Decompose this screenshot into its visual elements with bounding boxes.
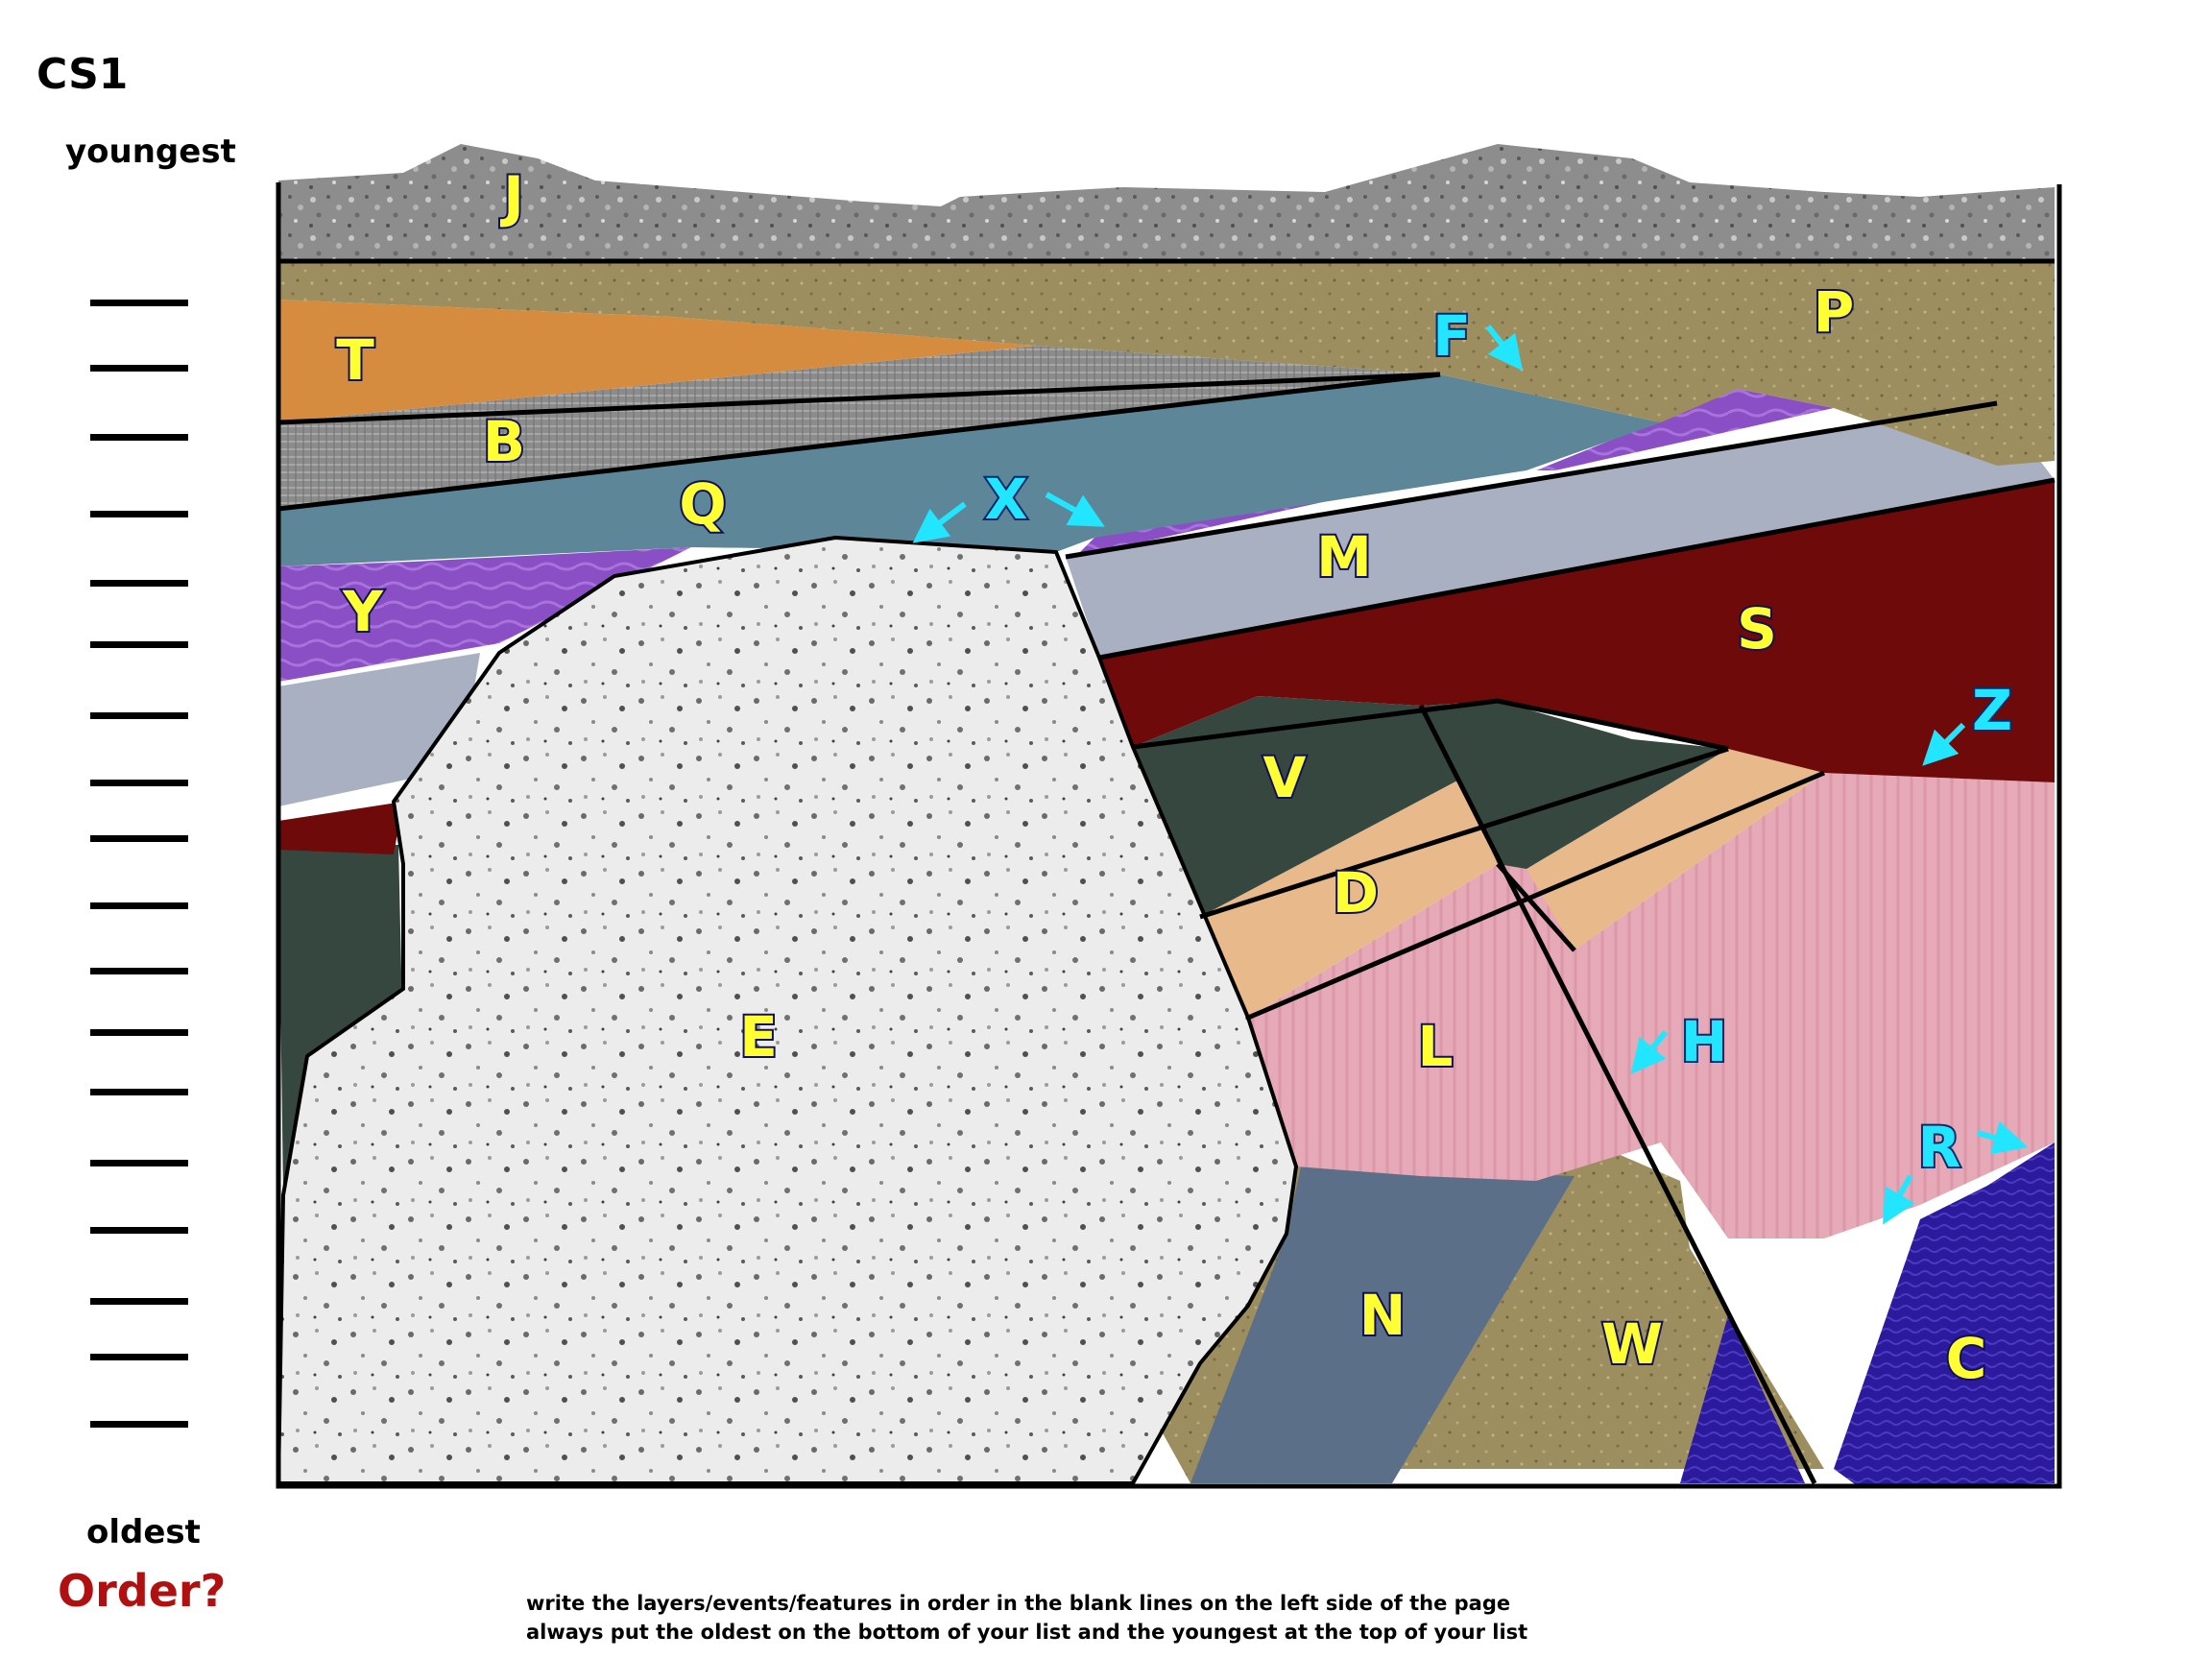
unit-t [278, 300, 1037, 422]
unit-label-v: V [1263, 745, 1307, 810]
feature-label-z: Z [1972, 678, 2012, 743]
instruction-line-2: always put the oldest on the bottom of y… [526, 1621, 1528, 1644]
arrow-icon [1883, 1174, 1915, 1225]
unit-d-right [1527, 749, 1824, 950]
unit-c-left [1680, 1315, 1805, 1483]
unit-label-n: N [1359, 1283, 1407, 1348]
feature-label-r: R [1918, 1115, 1961, 1180]
answer-blank-line [90, 1089, 188, 1095]
youngest-label: youngest [65, 132, 236, 171]
unit-j [278, 144, 2055, 261]
feature-label-x: X [985, 467, 1028, 532]
answer-blank-line [90, 300, 188, 306]
unit-label-j: J [499, 164, 524, 229]
unit-l [1248, 864, 1661, 1181]
unit-v-right [1421, 701, 1728, 869]
feature-label-h: H [1681, 1009, 1728, 1074]
answer-blank-line [90, 712, 188, 719]
unit-q [278, 374, 1661, 566]
unit-l-right [1575, 773, 2055, 1238]
answer-blank-line [90, 1160, 188, 1166]
unit-label-c: C [1946, 1326, 1987, 1391]
answer-blank-line [90, 641, 188, 648]
unit-label-s: S [1737, 596, 1777, 661]
answer-blank-line [90, 1298, 188, 1305]
unit-label-y: Y [342, 579, 384, 644]
answer-blank-line [90, 434, 188, 441]
unit-v [1133, 696, 1459, 917]
unit-n [1190, 1166, 1575, 1483]
unit-label-l: L [1418, 1014, 1454, 1079]
arrow-icon [1485, 325, 1524, 372]
answer-blank-line [90, 511, 188, 517]
unit-s [1099, 480, 2055, 782]
order-prompt: Order? [58, 1565, 227, 1617]
answer-blank-line [90, 1421, 188, 1428]
answer-blank-line [90, 365, 188, 372]
unit-label-d: D [1333, 860, 1379, 926]
unit-e [278, 538, 1296, 1483]
answer-blank-line [90, 1227, 188, 1234]
unit-label-w: W [1601, 1311, 1663, 1377]
answer-blank-line [90, 835, 188, 842]
oldest-label: oldest [86, 1513, 201, 1551]
feature-label-f: F [1432, 303, 1471, 369]
answer-blank-line [90, 968, 188, 974]
unit-s-left [278, 802, 403, 854]
arrow-icon [1977, 1120, 2029, 1155]
answer-blank-line [90, 1029, 188, 1036]
arrow-icon [912, 501, 967, 543]
unit-d [1200, 780, 1498, 1018]
unit-label-t: T [336, 327, 374, 393]
unit-p [278, 261, 2055, 466]
arrow-icon [1045, 492, 1105, 527]
arrow-icon [1630, 1030, 1669, 1074]
arrow-icon [1922, 722, 1966, 766]
unit-label-m: M [1316, 524, 1372, 589]
unit-m [1066, 403, 2055, 658]
unit-y [278, 547, 691, 682]
unit-label-e: E [739, 1004, 778, 1070]
unit-label-p: P [1814, 279, 1855, 345]
answer-blank-line [90, 780, 188, 786]
unit-label-b: B [483, 409, 525, 474]
unit-y-right2 [1536, 389, 1834, 470]
unit-c-right [1834, 1142, 2055, 1486]
answer-blank-line [90, 580, 188, 587]
answer-blank-line [90, 1354, 188, 1360]
instruction-line-1: write the layers/events/features in orde… [526, 1592, 1511, 1615]
answer-blank-line [90, 902, 188, 909]
unit-label-q: Q [679, 471, 726, 537]
page-title: CS1 [36, 50, 129, 99]
